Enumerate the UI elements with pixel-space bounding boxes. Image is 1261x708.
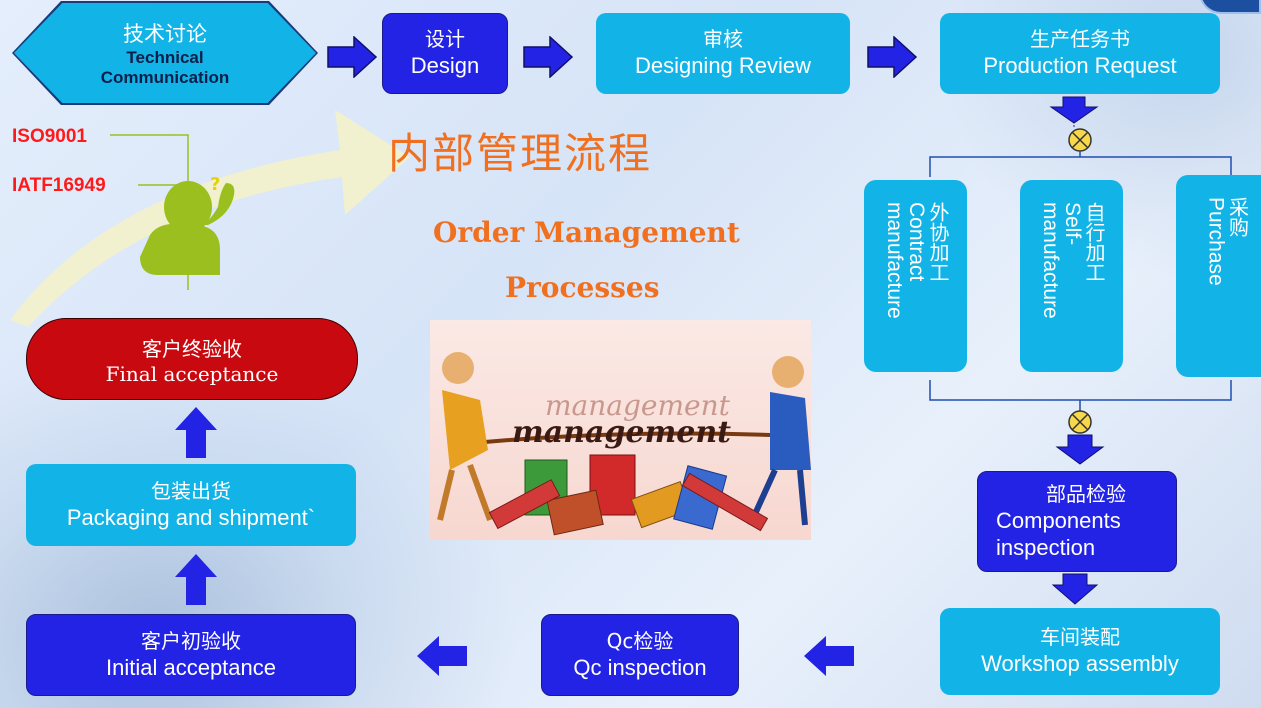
qc-inspection-node[interactable]: Qc检验 Qc inspection (541, 614, 739, 696)
production-en: Production Request (983, 53, 1177, 79)
components-en-2: inspection (996, 535, 1096, 560)
contract-zh: 外协加工 (926, 202, 951, 282)
decorative-curved-arrow (10, 110, 410, 327)
review-zh: 审核 (703, 27, 743, 52)
arrow-right-3 (867, 36, 918, 78)
final-en: Final acceptance (105, 361, 279, 386)
self-zh: 自行加工 (1082, 202, 1107, 282)
qc-zh: Qc检验 (606, 628, 674, 653)
initial-zh: 客户初验收 (141, 628, 241, 653)
packaging-shipment-node[interactable]: 包装出货 Packaging and shipment` (26, 464, 356, 546)
title-english-line1: Order Management (433, 216, 740, 249)
contract-en-1: Contract (905, 202, 929, 282)
arrow-left-1 (804, 636, 854, 676)
arrow-right-1 (327, 36, 378, 78)
review-node[interactable]: 审核 Designing Review (596, 13, 850, 94)
production-zh: 生产任务书 (1030, 27, 1130, 52)
qc-en: Qc inspection (573, 654, 707, 680)
production-request-node[interactable]: 生产任务书 Production Request (940, 13, 1220, 94)
design-zh: 设计 (425, 27, 465, 52)
thinking-figure-icon: ? (110, 134, 235, 290)
title-chinese: 内部管理流程 (388, 129, 653, 178)
corner-logo (1199, 0, 1261, 14)
packaging-zh: 包装出货 (151, 478, 231, 503)
components-inspection-node[interactable]: 部品检验 Components inspection (977, 471, 1177, 572)
arrow-left-2 (417, 636, 467, 676)
self-en-2: manufacture (1039, 202, 1062, 319)
tech-node-en-2: Communication (100, 68, 230, 87)
packaging-en: Packaging and shipment` (66, 504, 316, 530)
workshop-en: Workshop assembly (981, 651, 1179, 677)
svg-text:?: ? (210, 174, 220, 195)
workshop-assembly-node[interactable]: 车间装配 Workshop assembly (940, 608, 1220, 695)
title-english-line2: Processes (505, 271, 660, 304)
final-zh: 客户终验收 (142, 336, 242, 361)
standard-iatf16949: IATF16949 (12, 175, 106, 196)
standard-iso9001: ISO9001 (12, 126, 87, 147)
initial-acceptance-node[interactable]: 客户初验收 Initial acceptance (26, 614, 356, 696)
review-en: Designing Review (634, 53, 812, 79)
management-illustration: management management (430, 320, 811, 540)
design-en: Design (410, 53, 480, 79)
management-tug-of-war-image: management management (437, 352, 811, 536)
workshop-zh: 车间装配 (1040, 625, 1120, 650)
tech-communication-node[interactable]: 技术讨论 Technical Communication (14, 3, 316, 103)
purchase-en: Purchase (1204, 197, 1228, 286)
arrow-right-2 (523, 36, 574, 78)
final-acceptance-node[interactable]: 客户终验收 Final acceptance (26, 318, 358, 400)
contract-en-2: manufacture (883, 202, 906, 319)
branch-connectors (929, 96, 1232, 465)
components-en-1: Components (996, 507, 1121, 533)
components-zh: 部品检验 (1046, 481, 1126, 506)
self-en-1: Self- (1061, 202, 1085, 246)
management-word-back: management (545, 389, 731, 422)
design-node[interactable]: 设计 Design (382, 13, 508, 94)
tech-node-en-1: Technical (126, 48, 204, 67)
management-word-front: management (512, 415, 731, 450)
arrow-up-1 (175, 554, 217, 605)
self-manufacture-node[interactable]: 自行加工 Self- manufacture (1020, 180, 1123, 372)
purchase-zh: 采购 (1225, 197, 1250, 237)
arrow-down-components (1052, 573, 1098, 605)
initial-en: Initial acceptance (106, 654, 276, 680)
tech-node-zh: 技术讨论 (123, 22, 207, 46)
contract-manufacture-node[interactable]: 外协加工 Contract manufacture (864, 180, 967, 372)
arrow-up-2 (175, 407, 217, 458)
purchase-node[interactable]: 采购 Purchase (1176, 175, 1261, 377)
